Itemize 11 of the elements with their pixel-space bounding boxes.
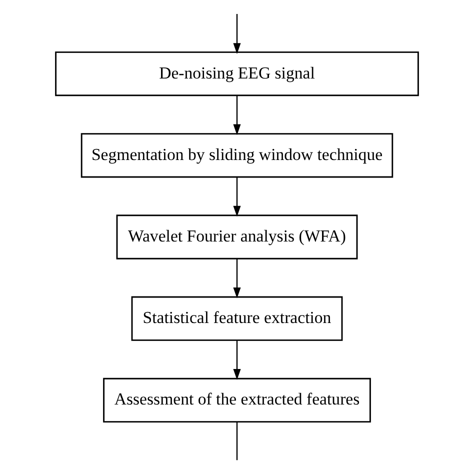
arrow (233, 340, 241, 380)
connector (236, 422, 238, 460)
arrow (233, 259, 241, 298)
node-box: De-noising EEG signal (55, 51, 419, 96)
node-box: Statistical feature extraction (131, 296, 343, 341)
node-box: Wavelet Fourier analysis (WFA) (116, 214, 358, 260)
node-box: Assessment of the extracted features (103, 378, 371, 423)
node-box: Segmentation by sliding window technique (80, 133, 394, 178)
arrow (233, 96, 241, 136)
arrow (233, 14, 241, 54)
arrow (233, 177, 241, 217)
